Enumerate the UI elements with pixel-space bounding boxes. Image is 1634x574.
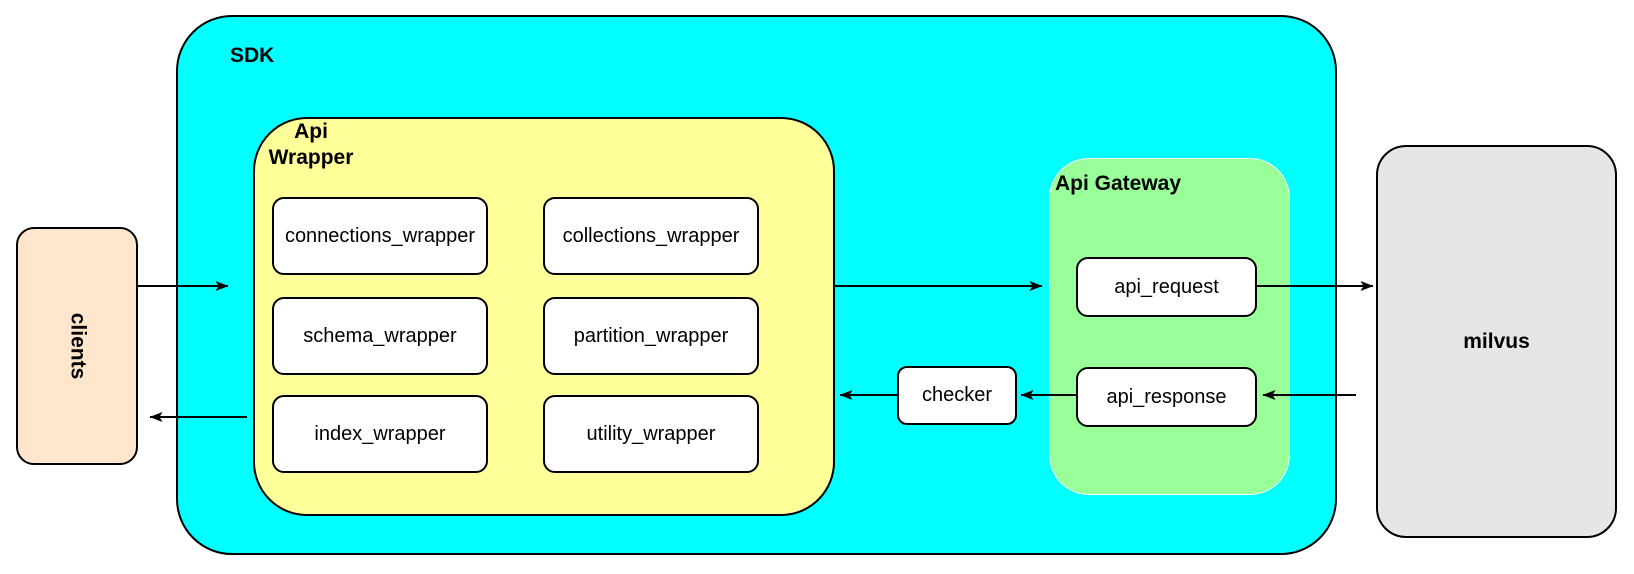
node-connections-wrapper: connections_wrapper (272, 197, 488, 275)
node-partition-wrapper-label: partition_wrapper (573, 324, 729, 347)
node-api-response: api_response (1076, 367, 1257, 427)
node-sdk-label: SDK (230, 44, 275, 67)
node-schema-wrapper: schema_wrapper (272, 297, 488, 375)
node-index-wrapper: index_wrapper (272, 395, 488, 473)
node-api-gateway-label: Api Gateway (1054, 172, 1182, 195)
node-api-wrapper-label: Api Wrapper (268, 120, 354, 169)
node-api-gateway (1049, 158, 1290, 495)
node-utility-wrapper: utility_wrapper (543, 395, 759, 473)
node-clients-label: clients (66, 312, 89, 380)
node-collections-wrapper-label: collections_wrapper (562, 224, 740, 247)
node-schema-wrapper-label: schema_wrapper (303, 324, 457, 347)
node-milvus: milvus (1376, 145, 1617, 538)
node-utility-wrapper-label: utility_wrapper (586, 422, 716, 445)
node-milvus-label: milvus (1463, 329, 1530, 353)
node-checker: checker (897, 366, 1017, 425)
node-collections-wrapper: collections_wrapper (543, 197, 759, 275)
node-index-wrapper-label: index_wrapper (314, 422, 446, 445)
node-connections-wrapper-label: connections_wrapper (284, 224, 476, 247)
node-partition-wrapper: partition_wrapper (543, 297, 759, 375)
node-api-request: api_request (1076, 257, 1257, 317)
node-api-response-label: api_response (1106, 385, 1227, 408)
node-api-request-label: api_request (1114, 275, 1219, 298)
node-clients: clients (16, 227, 138, 465)
node-checker-label: checker (921, 384, 993, 406)
